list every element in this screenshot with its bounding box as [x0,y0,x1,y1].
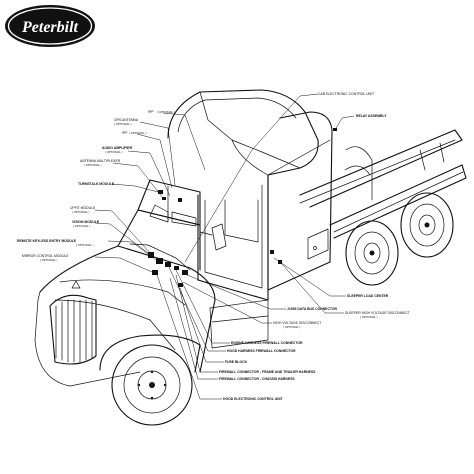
label-gps-antenna: GPS ANTENNA [114,118,139,122]
label-vision-module-sub: ( OPTIONAL ) [73,224,91,228]
label-antenna-multiplexer: ANTENNA MULTIPLEXER [80,159,121,163]
front-tire [111,344,193,426]
label-remote-keyless-entry: REMOTE KEYLESS ENTRY MODULE [17,239,77,243]
label-engine-harness-connector: ENGINE HARNESS FIREWALL CONNECTOR [231,341,303,345]
radiator-grille [34,294,141,387]
label-sleeper-hv-disconnect-sub: ( OPTIONAL ) [360,315,378,319]
label-ipp: IPP [122,131,128,135]
label-cab-ecu: CAB ELECTRONIC CONTROL UNIT [318,92,374,96]
label-relay-assembly: RELAY ASSEMBLY [356,114,387,118]
label-audio-amplifier: AUDIO AMPLIFIER [102,146,133,150]
label-ipp-sub: ( OPTIONAL ) [129,131,147,135]
label-firewall-chassis: FIREWALL CONNECTOR - CHASSIS HARNESS [219,377,295,381]
truck-illustration [34,89,467,426]
label-upfit-module: UPFIT MODULE [70,206,96,210]
label-j1939-connector: J1939 DATA BUS CONNECTOR [287,307,338,311]
component-labels: IPP ( OPTIONAL ) GPS ANTENNA ( OPTIONAL … [17,92,410,401]
logo-text: Peterbilt [21,19,79,36]
label-turnstalk-module: TURNSTALK MODULE [78,182,115,186]
peterbilt-logo[interactable]: Peterbilt [5,5,95,47]
label-fuse-block: FUSE BLOCK [225,360,248,364]
label-sleeper-hv-disconnect: SLEEPER HIGH VOLTAGE DISCONNECT [345,311,410,315]
label-hood-harness-connector: HOOD HARNESS FIREWALL CONNECTOR [227,349,296,353]
leader-lines [94,93,355,400]
label-hv-disconnect: HIGH VOLTAGE DISCONNECT [273,321,321,325]
rear-tire-1 [345,220,399,286]
label-hood-ecu: HOOD ELECTRONIC CONTROL UNIT [223,397,284,401]
label-firewall-frame-trailer: FIREWALL CONNECTOR - FRAME AND TRAILER H… [219,370,316,374]
label-vision-module: VISION MODULE [72,220,100,224]
label-antenna-multiplexer-sub: ( OPTIONAL ) [84,163,102,167]
label-mirror-control-module-sub: ( OPTIONAL ) [40,258,58,262]
label-gps-antenna-sub: ( OPTIONAL ) [114,122,132,126]
label-ipp-optional: IPP [148,110,154,114]
label-mirror-control-module: MIRROR CONTROL MODULE [22,254,69,258]
rear-tire-2 [400,192,454,258]
label-ipp-optional-sub: ( OPTIONAL ) [157,110,175,114]
label-remote-keyless-entry-sub: ( OPTIONAL ) [76,243,94,247]
label-audio-amplifier-sub: ( OPTIONAL ) [105,150,123,154]
label-upfit-module-sub: ( OPTIONAL ) [72,210,90,214]
label-sleeper-load-center: SLEEPER LOAD CENTER [347,294,389,298]
label-hv-disconnect-sub: ( OPTIONAL ) [283,325,301,329]
